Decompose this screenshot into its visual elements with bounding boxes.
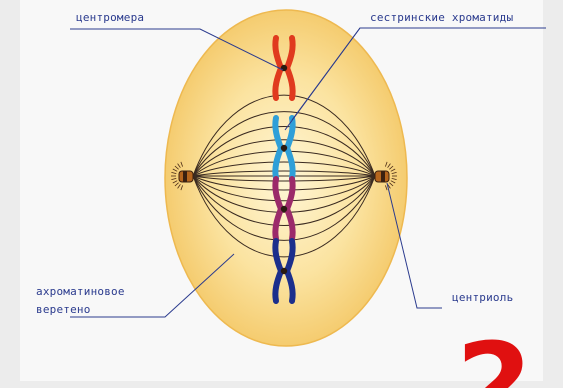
label-spindle-line1: ахроматиновое [36, 285, 125, 298]
centromere-dot [281, 206, 287, 212]
corner-digit: 2 [456, 328, 533, 388]
centromere-dot [281, 268, 287, 274]
label-centromere: центромера [76, 11, 144, 24]
label-spindle-line2: веретено [36, 303, 91, 316]
centromere-dot [281, 145, 287, 151]
centromere-dot [281, 65, 287, 71]
centriole-right [375, 171, 389, 182]
label-sister-chromatids: сестринские хроматиды [370, 11, 513, 24]
centriole-left [179, 171, 193, 182]
label-centriole: центриоль [452, 291, 513, 304]
